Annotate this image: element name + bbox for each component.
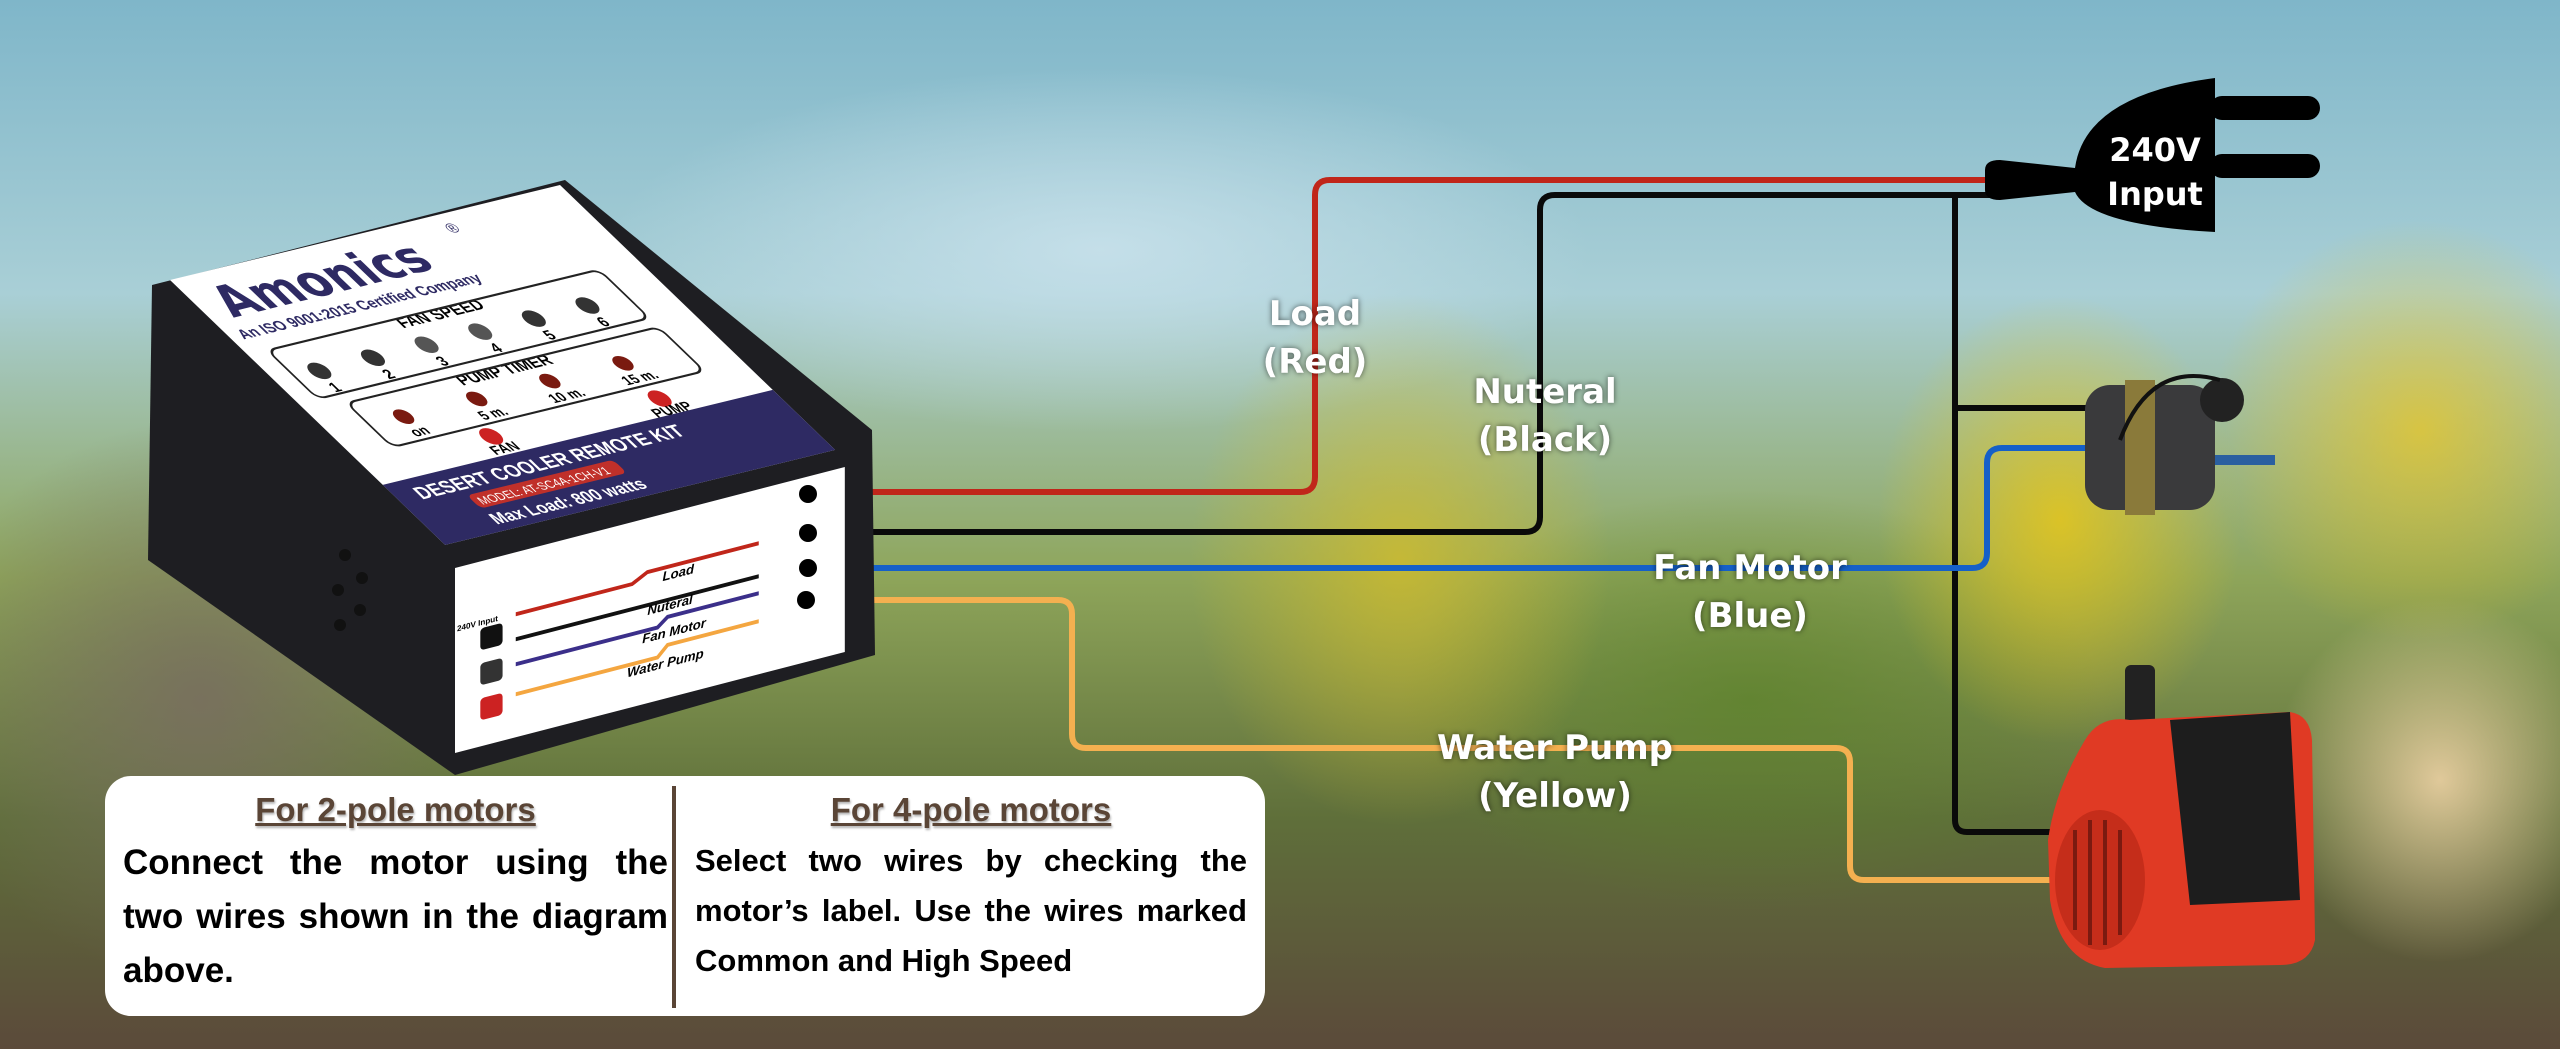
pump-wire <box>810 597 2055 883</box>
neutral-wire-label: Nuteral (Black) <box>1460 368 1630 464</box>
load-label-line2: (Red) <box>1262 342 1368 382</box>
plug-voltage: 240V <box>2109 131 2201 169</box>
two-pole-section: For 2-pole motors Connect the motor usin… <box>123 788 668 998</box>
neutral-label-line2: (Black) <box>1477 420 1613 460</box>
pump-button <box>647 390 672 407</box>
four-pole-title: For 4-pole motors <box>830 791 1112 828</box>
two-pole-text: Connect the motor using the two wires sh… <box>123 843 668 990</box>
pump-wire-label: Water Pump (Yellow) <box>1436 728 1674 816</box>
terminal-ports <box>797 485 817 609</box>
neutral-label-line1: Nuteral <box>1473 372 1617 412</box>
neutral-branch-wire <box>1952 192 2092 835</box>
load-wire-label: Load (Red) <box>1250 290 1380 386</box>
fan-button-label: FAN <box>486 440 524 458</box>
plug-input: Input <box>2107 175 2203 213</box>
instructions-panel: For 2-pole motors Connect the motor usin… <box>105 776 1265 1016</box>
divider <box>672 786 676 1008</box>
fan-motor-image <box>2085 374 2275 515</box>
side-plug-icon <box>480 623 503 650</box>
four-pole-section: For 4-pole motors Select two wires by ch… <box>695 788 1247 986</box>
fan-button <box>479 428 504 445</box>
load-wire <box>810 177 1995 495</box>
plug-label: 240V Input <box>2080 128 2230 216</box>
remote-kit-device: Amonics ® An ISO 9001:2015 Certified Com… <box>148 180 875 775</box>
neutral-wire <box>810 192 1995 535</box>
fan-wire-label: Fan Motor (Blue) <box>1653 548 1847 636</box>
plug-icon <box>1985 78 2320 232</box>
load-label-line1: Load <box>1268 294 1362 334</box>
four-pole-text: Select two wires by checking the motor’s… <box>695 843 1247 978</box>
water-pump-image <box>2048 665 2315 968</box>
two-pole-title: For 2-pole motors <box>255 791 536 828</box>
fan-wire <box>810 445 2092 571</box>
svg-text:5 m.: 5 m. <box>475 405 513 423</box>
